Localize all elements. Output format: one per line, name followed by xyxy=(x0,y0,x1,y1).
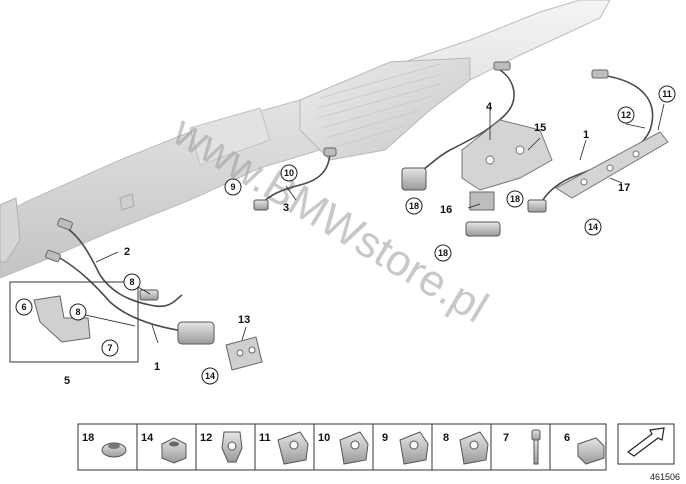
callout-1: 1 xyxy=(154,361,160,373)
callout-16: 16 xyxy=(440,204,452,216)
parts-strip-cell-11: 11 xyxy=(259,431,309,465)
callout-14: 14 xyxy=(588,222,598,232)
callout-7: 7 xyxy=(107,343,112,353)
direction-arrow-icon xyxy=(617,423,675,465)
exhaust-system xyxy=(0,0,611,279)
circled-callout-14: 14 xyxy=(584,218,602,236)
callout-9: 9 xyxy=(230,182,235,192)
parts-strip-cell-10: 10 xyxy=(318,431,369,465)
callout-10: 10 xyxy=(284,168,294,178)
circled-callout-10: 10 xyxy=(280,164,298,182)
callout-2: 2 xyxy=(124,246,130,258)
parts-strip: 18 14 12 11 10 9 8 xyxy=(77,423,675,471)
parts-strip-cell-6: 6 xyxy=(564,432,605,465)
parts-strip-label: 14 xyxy=(141,432,154,444)
parts-strip-label: 9 xyxy=(382,432,388,444)
circled-callout-18: 18 xyxy=(405,197,423,215)
callouts: 1 1 2 3 4 5 13 15 16 17 6 7 8 8 9 xyxy=(15,85,676,387)
callout-8: 8 xyxy=(129,277,134,287)
callout-12: 12 xyxy=(621,110,631,120)
circled-callout-6: 6 xyxy=(15,298,33,316)
sensor-bodies xyxy=(45,61,609,345)
circled-callout-14: 14 xyxy=(201,367,219,385)
circled-callout-8: 8 xyxy=(69,303,87,321)
callout-1: 1 xyxy=(583,129,589,141)
parts-strip-label: 11 xyxy=(259,432,271,444)
circled-callout-8: 8 xyxy=(123,273,141,291)
callout-17: 17 xyxy=(618,182,630,194)
circled-callout-9: 9 xyxy=(224,178,242,196)
callout-18: 18 xyxy=(510,194,520,204)
callout-13: 13 xyxy=(238,314,250,326)
circled-callout-18: 18 xyxy=(434,244,452,262)
image-number: 461506 xyxy=(650,472,680,482)
parts-strip-label: 8 xyxy=(443,432,449,444)
circled-callout-11: 11 xyxy=(658,85,676,103)
parts-strip-cell-14: 14 xyxy=(141,432,187,464)
callout-14: 14 xyxy=(205,371,215,381)
parts-strip-label: 12 xyxy=(200,432,212,444)
parts-strip-label: 10 xyxy=(318,432,330,444)
parts-strip-label: 18 xyxy=(82,432,94,444)
callout-5: 5 xyxy=(64,375,70,387)
parts-strip-label: 6 xyxy=(564,432,570,444)
parts-strip-cell-9: 9 xyxy=(382,431,429,465)
assembly-box-5 xyxy=(9,281,139,363)
parts-strip-cell-12: 12 xyxy=(200,431,243,463)
callout-18: 18 xyxy=(438,248,448,258)
callout-4: 4 xyxy=(486,101,493,113)
callout-11: 11 xyxy=(662,89,672,99)
circled-callout-7: 7 xyxy=(101,339,119,357)
callout-18: 18 xyxy=(409,201,419,211)
circled-callout-12: 12 xyxy=(617,106,635,124)
sensor-harness xyxy=(59,69,654,333)
parts-strip-cell-18: 18 xyxy=(82,432,127,458)
callout-15: 15 xyxy=(534,122,546,134)
parts-strip-cell-8: 8 xyxy=(443,431,489,465)
parts-strip-cell-7: 7 xyxy=(503,429,541,465)
parts-strip-label: 7 xyxy=(503,432,509,444)
circled-callout-18: 18 xyxy=(506,190,524,208)
callout-8: 8 xyxy=(75,307,80,317)
brackets xyxy=(225,119,669,371)
callout-3: 3 xyxy=(283,202,289,214)
callout-6: 6 xyxy=(21,302,26,312)
